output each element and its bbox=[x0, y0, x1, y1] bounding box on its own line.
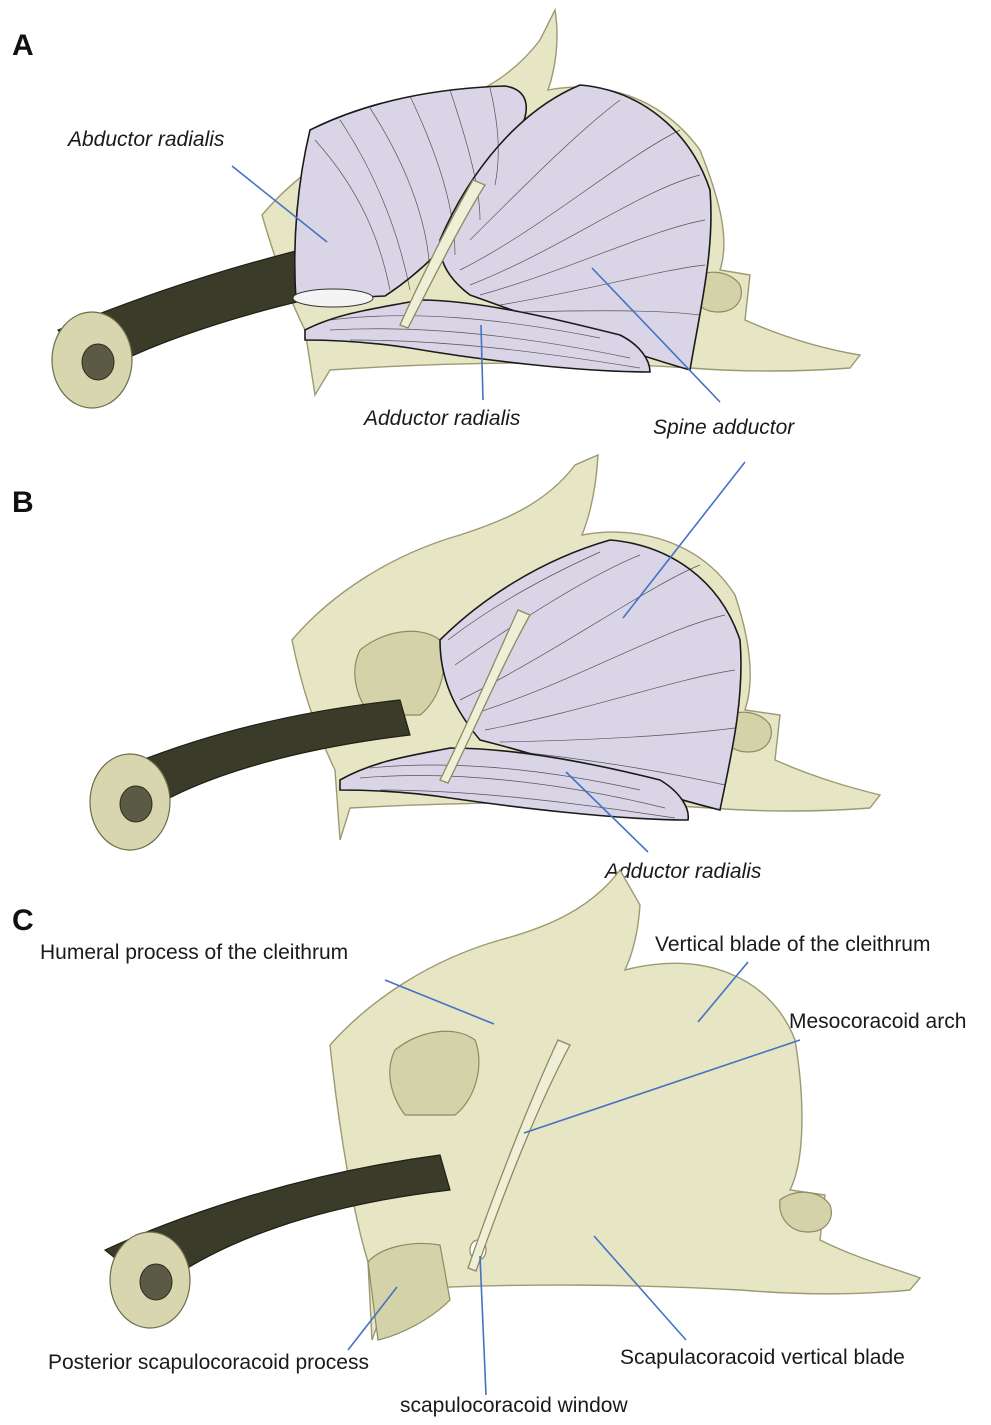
label-spine-adductor: Spine adductor bbox=[653, 416, 795, 439]
panel-a-tendon-cross-section bbox=[293, 289, 373, 307]
label-humeral-process: Humeral process of the cleithrum bbox=[40, 941, 348, 964]
panel-c-posterior-process bbox=[368, 1244, 450, 1340]
panel-b: B Adductor radialis bbox=[12, 455, 880, 883]
panel-c-spine-canal bbox=[140, 1264, 172, 1300]
label-mesocoracoid-arch: Mesocoracoid arch bbox=[789, 1010, 966, 1033]
panel-a-spine-canal bbox=[82, 344, 114, 380]
label-scapulocoracoid-vertical-blade: Scapulacoracoid vertical blade bbox=[620, 1346, 905, 1369]
panel-c-letter: C bbox=[12, 904, 34, 937]
label-adductor-radialis-b: Adductor radialis bbox=[603, 860, 762, 883]
label-scapulocoracoid-window: scapulocoracoid window bbox=[400, 1394, 628, 1417]
panel-a-letter: A bbox=[12, 29, 34, 62]
panel-b-spine-canal bbox=[120, 786, 152, 822]
label-posterior-scapulocoracoid-process: Posterior scapulocoracoid process bbox=[48, 1351, 369, 1374]
label-vertical-blade: Vertical blade of the cleithrum bbox=[655, 933, 930, 956]
panel-c: C Humeral process of the cleithrum Verti… bbox=[12, 870, 966, 1417]
panel-c-humeral-articulation bbox=[390, 1031, 479, 1115]
label-adductor-radialis-a: Adductor radialis bbox=[362, 407, 521, 430]
panel-b-letter: B bbox=[12, 486, 34, 519]
label-abductor-radialis: Abductor radialis bbox=[66, 128, 225, 151]
panel-a: A bbox=[12, 10, 860, 439]
